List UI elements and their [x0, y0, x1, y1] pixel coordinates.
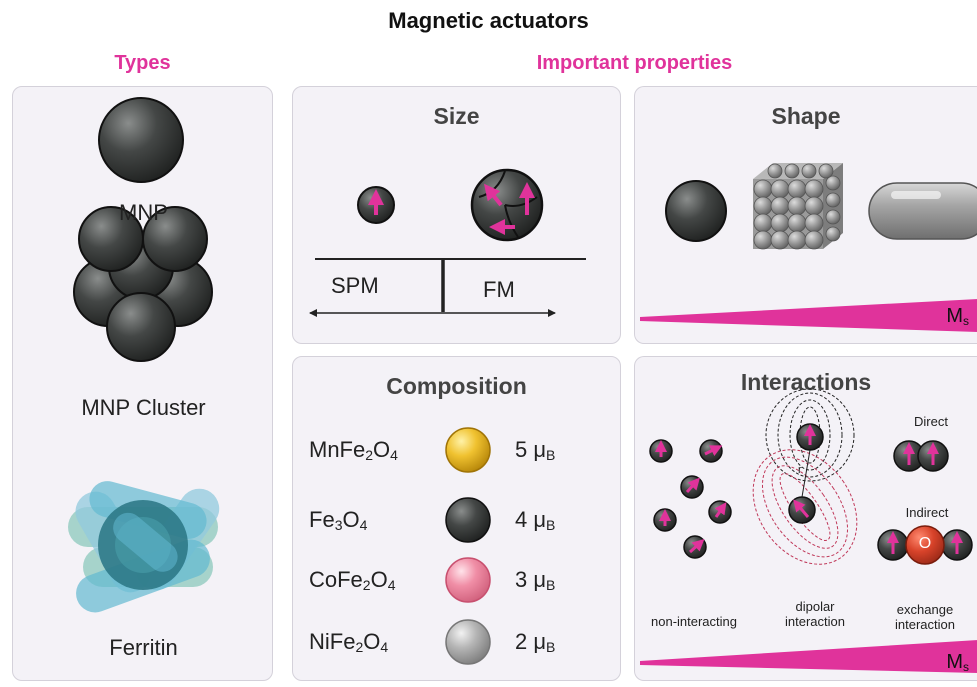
- type-label-mnp: MNP: [119, 200, 168, 225]
- dipolar-field-lines: [752, 388, 858, 565]
- composition-title: Composition: [386, 373, 527, 399]
- shape-panel: Shape Ms: [634, 86, 977, 344]
- size-illustration: [309, 168, 586, 317]
- interactions-title: Interactions: [740, 369, 872, 395]
- non-interacting-particles: [649, 439, 732, 559]
- type-label-ferritin: Ferritin: [109, 635, 178, 660]
- fe3o4-sphere-icon: [445, 497, 491, 543]
- direct-label: Direct: [914, 414, 948, 429]
- cofe2o4-sphere-icon: [445, 557, 491, 603]
- ferritin-icon: [68, 481, 220, 613]
- formula-nife2o4: NiFe2O4: [309, 629, 389, 655]
- indirect-label: Indirect: [905, 505, 949, 520]
- figure-title: Magnetic actuators: [388, 8, 589, 33]
- oxygen-label: O: [918, 535, 932, 552]
- spm-label: SPM: [331, 273, 379, 298]
- types-panel: MNP MNP Cluster Ferritin: [12, 86, 273, 681]
- composition-spheres: [445, 427, 491, 665]
- types-illustrations: [68, 97, 220, 613]
- interactions-ms-label: Ms: [946, 651, 969, 674]
- cube-shape-icon: [753, 163, 843, 250]
- distance-r-label: r: [798, 464, 802, 476]
- interactions-ms-wedge: [640, 640, 977, 673]
- type-label-cluster: MNP Cluster: [81, 395, 206, 420]
- shape-title: Shape: [771, 103, 841, 129]
- fm-label: FM: [483, 277, 515, 302]
- interactions-panel: Interactions: [634, 356, 977, 681]
- indirect-exchange-particles: [877, 525, 973, 565]
- moment-cofe2o4: 3 μB: [515, 567, 556, 593]
- mnfe2o4-sphere-icon: [445, 427, 491, 473]
- moment-fe3o4: 4 μB: [515, 507, 556, 533]
- size-title: Size: [433, 103, 480, 129]
- oxygen-atom-icon: [905, 525, 945, 565]
- size-panel: Size SPM FM: [292, 86, 621, 344]
- mnp-cluster-icon: [73, 206, 213, 362]
- shape-illustration: [640, 163, 977, 332]
- non-interacting-label: non-interacting: [651, 614, 737, 629]
- types-heading: Types: [114, 52, 171, 74]
- formula-cofe2o4: CoFe2O4: [309, 567, 396, 593]
- ms-wedge: [640, 299, 977, 332]
- moment-mnfe2o4: 5 μB: [515, 437, 556, 463]
- shape-ms-label: Ms: [946, 305, 969, 328]
- composition-panel: Composition MnFe2O4 Fe3O4 CoFe2O4 NiFe2O…: [292, 356, 621, 681]
- formula-fe3o4: Fe3O4: [309, 507, 368, 533]
- rod-shape-icon: [868, 182, 977, 240]
- mnp-particle-icon: [98, 97, 184, 183]
- dipole-distance-line: [801, 449, 811, 498]
- interactions-illustration: [640, 388, 977, 673]
- moment-nife2o4: 2 μB: [515, 629, 556, 655]
- properties-heading: Important properties: [536, 52, 733, 74]
- direct-exchange-particles: [893, 440, 949, 472]
- sphere-shape-icon: [665, 180, 727, 242]
- fm-particle-icon: [470, 168, 544, 242]
- formula-mnfe2o4: MnFe2O4: [309, 437, 398, 463]
- nife2o4-sphere-icon: [445, 619, 491, 665]
